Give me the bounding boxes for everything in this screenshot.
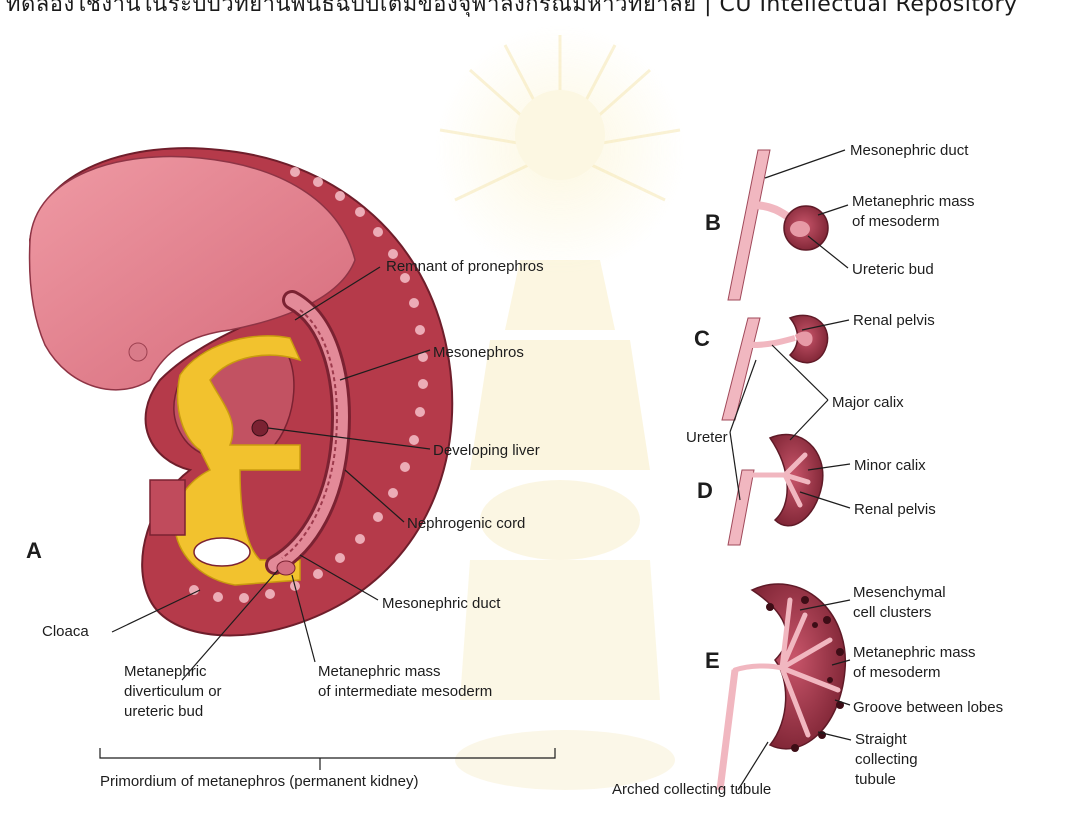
label-straight-tubule-line3: tubule [855,771,896,788]
label-nephrogenic-cord: Nephrogenic cord [407,515,525,532]
label-mesonephric-duct-a: Mesonephric duct [382,595,501,612]
label-major-calix: Major calix [832,394,904,411]
label-mesonephric-duct-b: Mesonephric duct [850,142,969,159]
label-renal-pelvis-d: Renal pelvis [854,501,936,518]
panel-letter-d: D [697,478,713,503]
panel-letter-b: B [705,210,721,235]
label-metanephric-mass-b-line1: Metanephric mass [852,193,975,210]
label-ureter: Ureter [686,429,728,446]
label-metanephric-diverticulum-line2: diverticulum or [124,683,222,700]
watermark-seal [435,25,685,790]
label-metanephric-mass-im-line1: Metanephric mass [318,663,441,680]
embryo-illustration [30,148,453,635]
label-groove-between-lobes: Groove between lobes [853,699,1003,716]
label-renal-pelvis-c: Renal pelvis [853,312,935,329]
label-metanephric-mass-e-line2: of mesoderm [853,664,941,681]
panel-letter-a: A [26,538,42,563]
label-primordium: Primordium of metanephros (permanent kid… [100,773,418,790]
panel-letter-c: C [694,326,710,351]
kidney-stage-c [722,315,828,420]
label-metanephric-diverticulum-line3: ureteric bud [124,703,203,720]
label-remnant-pronephros: Remnant of pronephros [386,258,544,275]
label-cloaca: Cloaca [42,623,89,640]
label-straight-tubule-line2: collecting [855,751,918,768]
label-mesonephros: Mesonephros [433,344,524,361]
label-metanephric-mass-b-line2: of mesoderm [852,213,940,230]
kidney-stage-b [728,150,828,300]
label-arched-collecting-tubule: Arched collecting tubule [612,781,771,798]
label-metanephric-diverticulum-line1: Metanephric [124,663,207,680]
kidney-stage-e [720,584,845,790]
kidney-stage-d [728,435,823,545]
label-straight-tubule-line1: Straight [855,731,908,748]
label-metanephric-mass-im-line2: of intermediate mesoderm [318,683,492,700]
label-mesenchymal-line2: cell clusters [853,604,931,621]
label-developing-liver: Developing liver [433,442,540,459]
panel-letter-e: E [705,648,720,673]
label-minor-calix: Minor calix [854,457,926,474]
label-ureteric-bud-b: Ureteric bud [852,261,934,278]
label-mesenchymal-line1: Mesenchymal [853,584,946,601]
label-metanephric-mass-e-line1: Metanephric mass [853,644,976,661]
